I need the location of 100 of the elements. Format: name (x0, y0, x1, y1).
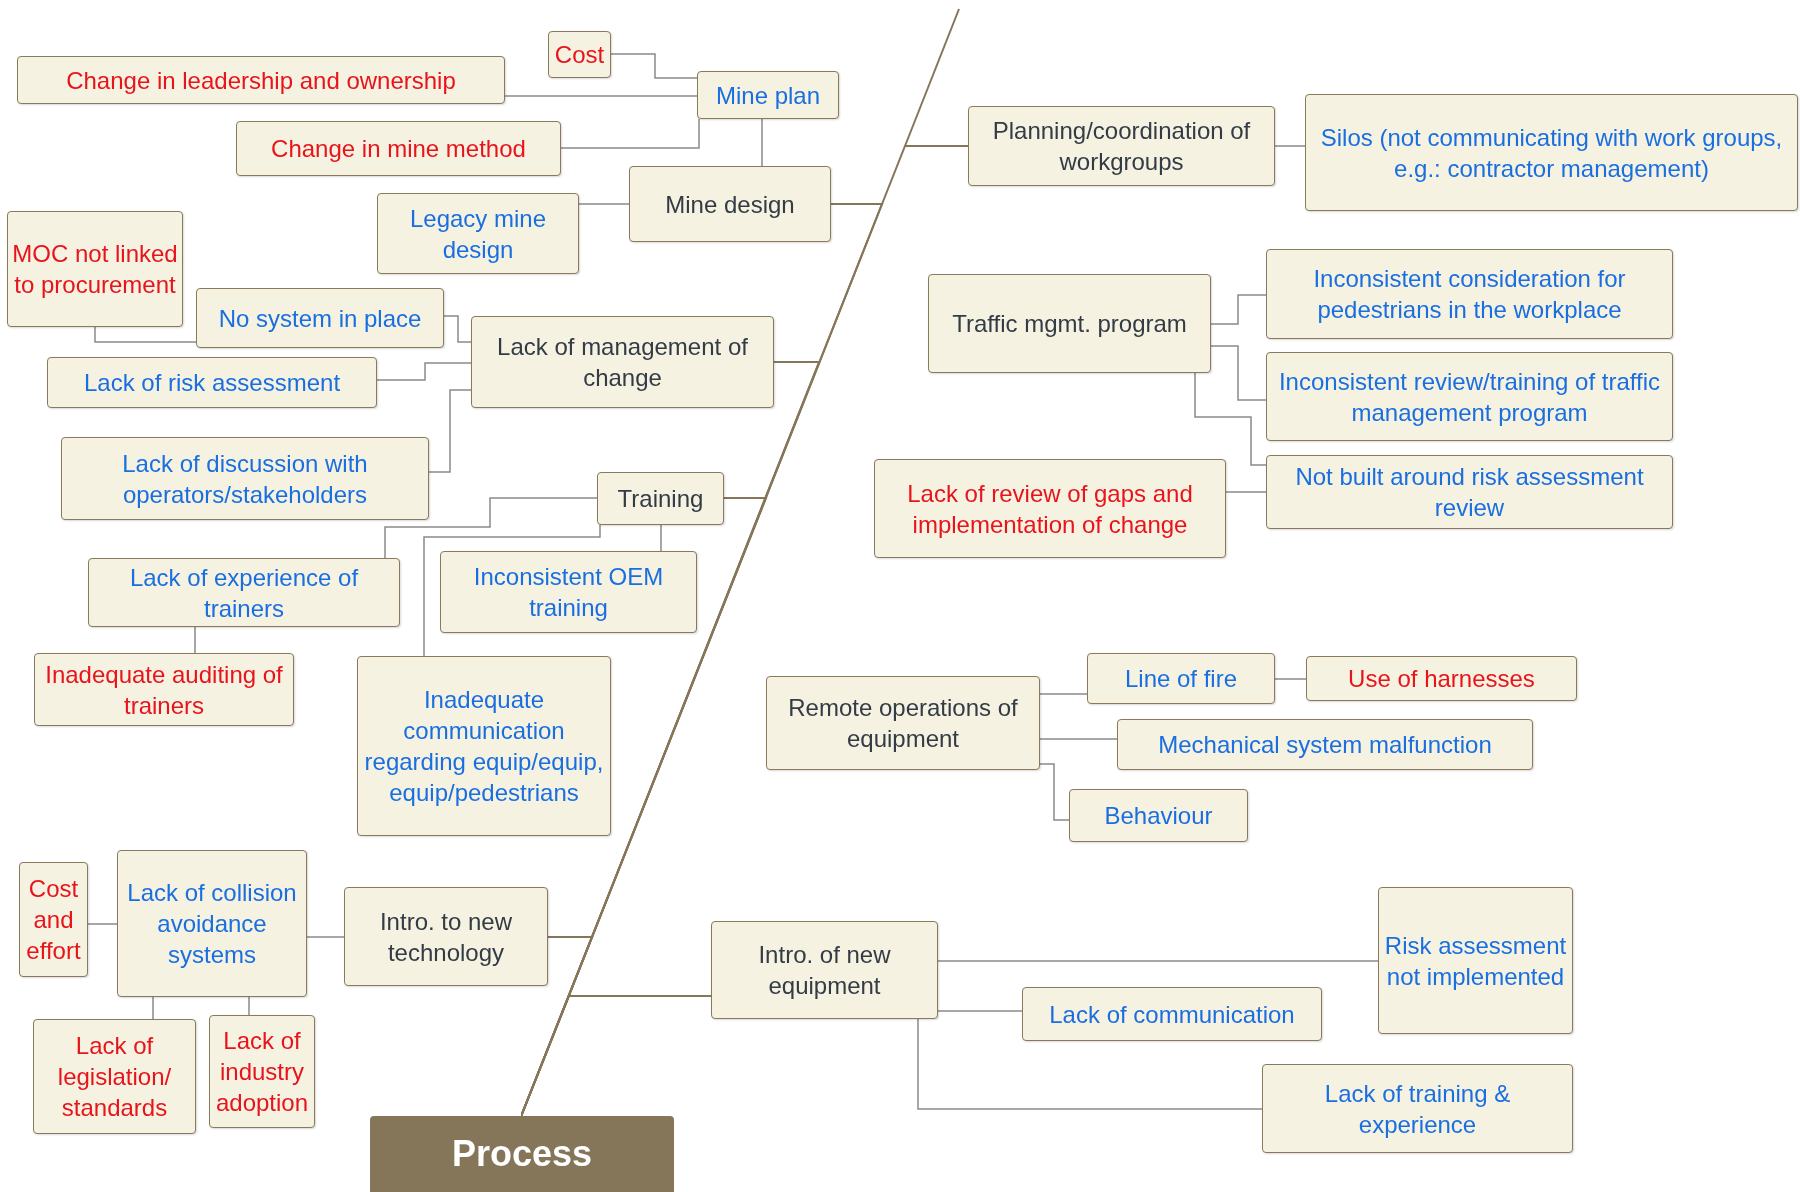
box-label: Lack of management of change (496, 332, 749, 393)
box-label: Traffic mgmt. program (951, 309, 1188, 339)
connector-line (660, 524, 662, 552)
connector-line (248, 996, 250, 1016)
cause-box (34, 653, 294, 726)
cause-box (440, 551, 697, 633)
connector-line (1039, 763, 1070, 821)
cause-box (697, 71, 839, 119)
box-label: Lack of training & experience (1323, 1078, 1512, 1140)
effect-box (370, 1116, 674, 1192)
connector-line (917, 1018, 1263, 1110)
cause-box (377, 193, 579, 274)
cause-box (968, 106, 1275, 186)
connector-line (610, 53, 698, 79)
cause-box (1022, 987, 1322, 1041)
connector-line (1225, 491, 1267, 493)
box-label: Change in leadership and ownership (65, 65, 457, 96)
cause-box (61, 437, 429, 520)
box-label: Intro. of new equipment (757, 940, 892, 1001)
box-label: Training (616, 484, 705, 514)
cause-box (471, 316, 774, 408)
box-label: Mine design (664, 189, 796, 220)
cause-box (236, 121, 561, 176)
connector-line (443, 315, 472, 343)
box-label: Inadequate auditing of trainers (44, 659, 284, 721)
box-label: Lack of discussion with operators/stakeholders (121, 448, 369, 510)
cause-box (1266, 249, 1673, 339)
connector-line (1194, 372, 1267, 466)
cause-box (874, 459, 1226, 558)
connector-line (1274, 678, 1307, 680)
connector-line (1210, 345, 1267, 401)
connector-line (560, 118, 700, 149)
cause-box (1266, 455, 1673, 529)
connector-line (521, 995, 712, 1117)
connector-line (384, 497, 598, 559)
box-label: Inconsistent OEM training (472, 562, 665, 623)
box-label: MOC not linked to procurement (11, 239, 179, 300)
box-label: Not built around risk assessment review (1294, 462, 1645, 523)
connector-line (1210, 294, 1267, 325)
cause-box (117, 850, 307, 997)
cause-box (33, 1019, 196, 1134)
cause-box (1262, 1064, 1573, 1153)
box-label: Remote operations of equipment (787, 693, 1019, 754)
connector-line (1039, 738, 1118, 740)
cause-box (548, 31, 611, 78)
cause-box (88, 558, 400, 627)
box-label: Lack of collision avoidance systems (126, 878, 298, 970)
box-label: Inconsistent review/training of traffic management program (1277, 366, 1662, 428)
cause-box (928, 274, 1211, 373)
box-label: Intro. to new technology (378, 906, 514, 968)
cause-box (766, 676, 1040, 770)
connector-line (94, 326, 197, 343)
connector-line (937, 960, 1379, 962)
box-label: Lack of industry adoption (214, 1026, 310, 1118)
connector-line (423, 524, 601, 657)
box-label: Use of harnesses (1347, 664, 1536, 694)
cause-box (19, 862, 88, 977)
connector-line (428, 389, 472, 473)
cause-box (17, 56, 505, 104)
box-label: Process (451, 1134, 593, 1174)
cause-box (711, 921, 938, 1019)
cause-box (344, 887, 548, 986)
connector-line (306, 936, 345, 938)
box-label: Behaviour (1103, 801, 1214, 831)
connector-line (937, 1010, 1023, 1012)
box-label: Lack of experience of trainers (128, 562, 360, 624)
box-label: Planning/coordination of workgroups (991, 116, 1252, 177)
box-label: Mine plan (714, 80, 822, 111)
box-label: Silos (not communicating with work groups, e.g.: contractor management) (1319, 122, 1784, 184)
cause-box (196, 288, 444, 348)
connector-line (1039, 693, 1088, 695)
box-label: Change in mine method (270, 134, 527, 164)
cause-box (209, 1015, 315, 1128)
box-label: Cost (553, 40, 606, 70)
box-label: Lack of review of gaps and implementation of change (906, 478, 1194, 540)
connector-line (504, 95, 698, 97)
cause-box (1266, 352, 1673, 441)
box-label: Risk assessment not implemented (1383, 930, 1568, 992)
box-label: Inadequate communication regarding equip/equip, equip/pedestrians (363, 685, 605, 808)
connector-line (87, 923, 118, 925)
box-label: Legacy mine design (408, 203, 548, 265)
box-label: Lack of legislation/ standards (56, 1031, 173, 1123)
box-label: Lack of risk assessment (82, 368, 342, 398)
cause-box (597, 472, 724, 525)
cause-box (1087, 653, 1275, 704)
cause-box (1378, 887, 1573, 1034)
cause-box (1117, 719, 1533, 770)
box-label: Lack of communication (1048, 999, 1296, 1030)
cause-box (629, 166, 831, 242)
connector-line (578, 203, 630, 205)
box-label: Mechanical system malfunction (1157, 730, 1493, 760)
cause-box (47, 357, 377, 408)
cause-box (1069, 789, 1248, 842)
connector-line (194, 626, 196, 654)
connector-line (1274, 145, 1306, 147)
connector-line (376, 362, 472, 381)
cause-box (1306, 656, 1577, 701)
connector-line (761, 118, 763, 167)
connector-line (152, 996, 154, 1020)
box-label: Line of fire (1123, 664, 1239, 694)
